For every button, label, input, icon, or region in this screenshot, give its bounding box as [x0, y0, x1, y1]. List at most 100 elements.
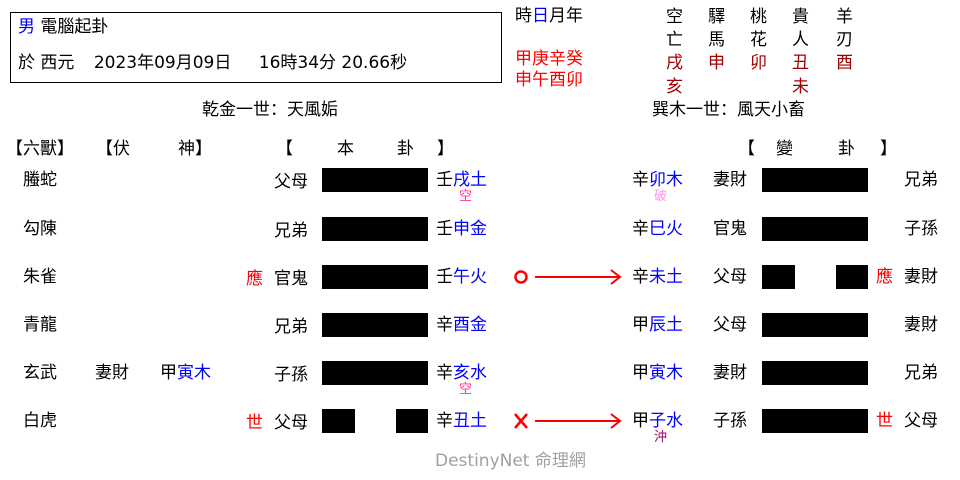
- shensha-name: 人: [792, 30, 809, 50]
- pillar-day: 日: [532, 6, 549, 26]
- datetime-line: 於 西元 2023年09月09日 16時34分 20.66秒: [18, 55, 407, 72]
- changed-yang-line: [762, 313, 868, 337]
- shensha-name: 馬: [708, 30, 725, 50]
- changed-stem-branch: 甲寅木: [632, 365, 683, 382]
- shensha-value: 酉: [836, 53, 853, 73]
- shensha-name: 亡: [666, 30, 683, 50]
- line-marker: 應: [246, 269, 263, 289]
- yang-line: [322, 313, 428, 337]
- changed-yin-line-left: [762, 265, 795, 289]
- changed-yang-line: [762, 217, 868, 241]
- changed-marker: 應: [876, 267, 893, 287]
- cross-icon: [514, 413, 528, 429]
- date-prefix: 於 西元: [18, 53, 75, 73]
- stem-branch: 辛酉金: [436, 317, 487, 334]
- hidden-relation: 妻財: [95, 363, 129, 383]
- changed-hexagram-title: 巽木一世：風天小畜: [652, 100, 805, 120]
- yang-line: [322, 217, 428, 241]
- pillar-branches: 申午酉卯: [515, 70, 583, 90]
- header-changed-close: 】: [880, 139, 897, 159]
- changed-stem: 辛: [632, 219, 649, 239]
- changed-relation: 官鬼: [713, 219, 747, 239]
- line-branch: 戌土: [453, 170, 487, 190]
- six-beast: 玄武: [23, 363, 57, 383]
- changed-relation: 妻財: [713, 363, 747, 383]
- changed-yin-line-right: [836, 265, 868, 289]
- six-beast: 青龍: [23, 315, 57, 335]
- header-changed-b: 卦: [838, 139, 855, 159]
- changed-stem-branch: 甲辰土: [632, 317, 683, 334]
- shensha-name: 花: [750, 30, 767, 50]
- pillar-hour: 時: [515, 6, 532, 26]
- empty-note: 空: [459, 382, 473, 397]
- six-beast: 勾陳: [23, 219, 57, 239]
- changed-branch: 未土: [649, 267, 683, 287]
- changed-right-relation: 子孫: [904, 219, 938, 239]
- stem-branch: 壬戌土: [436, 172, 487, 189]
- hidden-stem: 甲: [160, 363, 177, 383]
- line-stem: 辛: [436, 411, 453, 431]
- line-stem: 辛: [436, 363, 453, 383]
- shensha-value: 亥: [666, 77, 683, 97]
- method-title: 電腦起卦: [40, 17, 109, 37]
- pillar-stems: 甲庚辛癸: [515, 49, 583, 69]
- changed-relation: 子孫: [713, 411, 747, 431]
- stem-branch: 壬申金: [436, 221, 487, 238]
- changed-stem: 辛: [632, 267, 649, 287]
- hidden-branch: 寅木: [177, 363, 211, 383]
- changed-yang-line: [762, 409, 868, 433]
- changed-stem: 辛: [632, 170, 649, 190]
- stem-branch: 辛亥水: [436, 365, 487, 382]
- stem-branch: 辛丑土: [436, 413, 487, 430]
- shensha-name: 貴: [792, 7, 809, 27]
- shensha-value: 丑: [792, 53, 809, 73]
- footer-brand: DestinyNet 命理網: [435, 451, 586, 471]
- changed-right-relation: 兄弟: [904, 170, 938, 190]
- line-stem: 壬: [436, 219, 453, 239]
- gender-label: 男: [18, 17, 35, 37]
- line-stem: 壬: [436, 170, 453, 190]
- changed-right-relation: 兄弟: [904, 363, 938, 383]
- shensha-name: 桃: [750, 7, 767, 27]
- changed-right-relation: 父母: [904, 411, 938, 431]
- six-relation: 兄弟: [274, 317, 308, 337]
- shensha-name: 刃: [836, 30, 853, 50]
- moving-yang-arrow: [514, 269, 622, 285]
- yin-line-left: [322, 409, 355, 433]
- six-relation: 官鬼: [274, 269, 308, 289]
- changed-branch: 辰土: [649, 315, 683, 335]
- arrow-right-icon: [535, 413, 622, 429]
- changed-branch: 巳火: [649, 219, 683, 239]
- shensha-value: 未: [792, 77, 809, 97]
- hidden-stem-branch: 甲寅木: [160, 365, 211, 382]
- clash-note: 沖: [654, 430, 668, 445]
- changed-right-relation: 妻財: [904, 267, 938, 287]
- pillar-labels: 時日月年: [515, 8, 583, 25]
- moving-yin-arrow: [514, 413, 622, 429]
- shensha-value: 戌: [666, 53, 683, 73]
- changed-stem: 甲: [632, 411, 649, 431]
- broken-note: 破: [654, 189, 668, 204]
- six-beast: 螣蛇: [23, 170, 57, 190]
- shensha-name: 驛: [708, 7, 725, 27]
- yang-line: [322, 168, 428, 192]
- changed-stem-branch: 辛巳火: [632, 221, 683, 238]
- six-relation: 兄弟: [274, 221, 308, 241]
- changed-marker: 世: [876, 411, 893, 431]
- line-branch: 亥水: [453, 363, 487, 383]
- changed-relation: 父母: [713, 315, 747, 335]
- line-stem: 壬: [436, 267, 453, 287]
- six-relation: 父母: [274, 413, 308, 433]
- stem-branch: 壬午火: [436, 269, 487, 286]
- six-relation: 子孫: [274, 365, 308, 385]
- changed-branch: 子水: [649, 411, 683, 431]
- header-changed-open: 【: [738, 139, 755, 159]
- six-beast: 朱雀: [23, 267, 57, 287]
- header-hidden-spirit-close: 神】: [178, 139, 212, 159]
- line-branch: 酉金: [453, 315, 487, 335]
- changed-stem-branch: 甲子水: [632, 413, 683, 430]
- changed-relation: 妻財: [713, 170, 747, 190]
- shensha-name: 羊: [836, 7, 853, 27]
- changed-yang-line: [762, 168, 868, 192]
- date-value: 2023年09月09日: [93, 53, 232, 73]
